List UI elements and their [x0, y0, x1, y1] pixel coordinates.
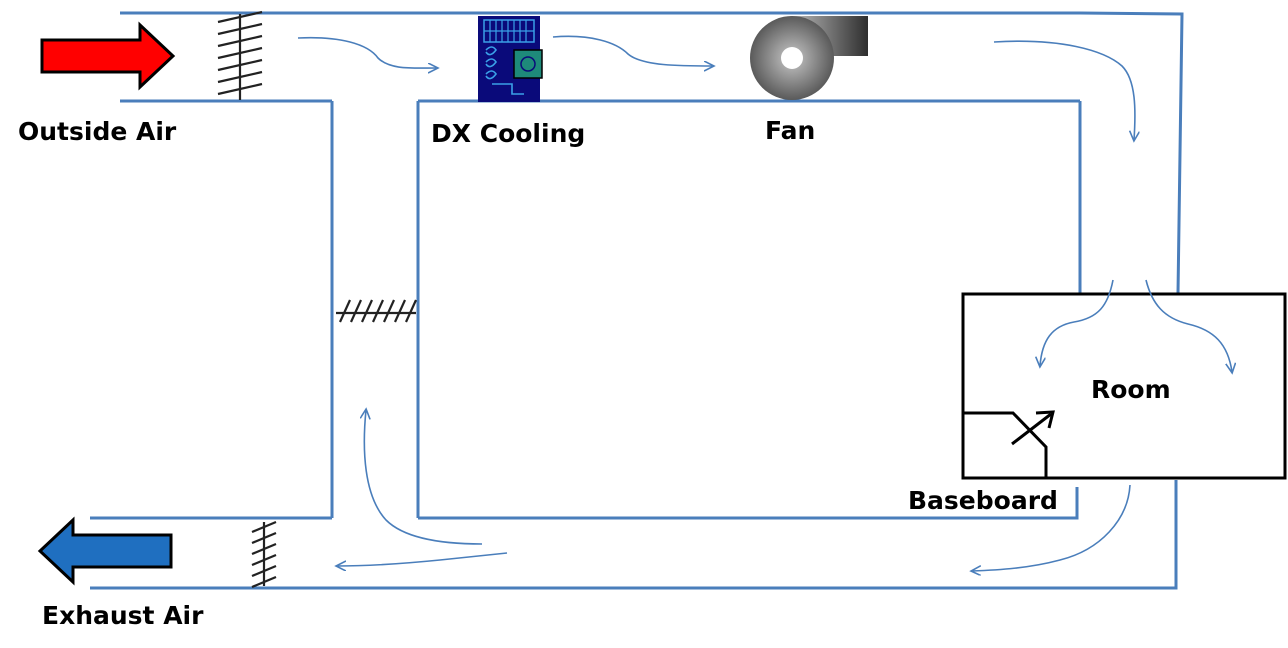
damper-icon — [251, 520, 277, 589]
damper-icon — [217, 10, 263, 100]
duct-right-outer — [1079, 11, 1184, 294]
duct-return-upper — [418, 487, 1079, 520]
blue-arrow-left-icon — [37, 516, 173, 586]
cooling-coil-icon — [478, 16, 543, 102]
baseboard-heater-icon — [963, 410, 1055, 478]
airflow-arrow — [337, 552, 508, 566]
fan-label: Fan — [765, 116, 815, 145]
airflow-arrow — [993, 40, 1135, 140]
room-label: Room — [1091, 375, 1171, 404]
outside-air-label: Outside Air — [18, 117, 177, 146]
airflow-arrows — [297, 35, 1232, 571]
airflow-arrow — [972, 484, 1131, 571]
airflow-arrow — [1040, 279, 1114, 366]
damper-icon — [336, 299, 418, 323]
duct-bottom-outer — [90, 480, 1178, 590]
exhaust-air-label: Exhaust Air — [42, 601, 204, 630]
airflow-arrow — [364, 410, 483, 545]
red-arrow-right-icon — [40, 21, 176, 91]
airflow-arrow — [297, 36, 437, 68]
airflow-arrow — [552, 35, 713, 66]
baseboard-label: Baseboard — [908, 486, 1058, 515]
airflow-arrow — [1145, 279, 1232, 372]
centrifugal-fan-icon — [750, 16, 868, 100]
room-box — [961, 292, 1287, 480]
dx-cooling-label: DX Cooling — [431, 119, 585, 148]
